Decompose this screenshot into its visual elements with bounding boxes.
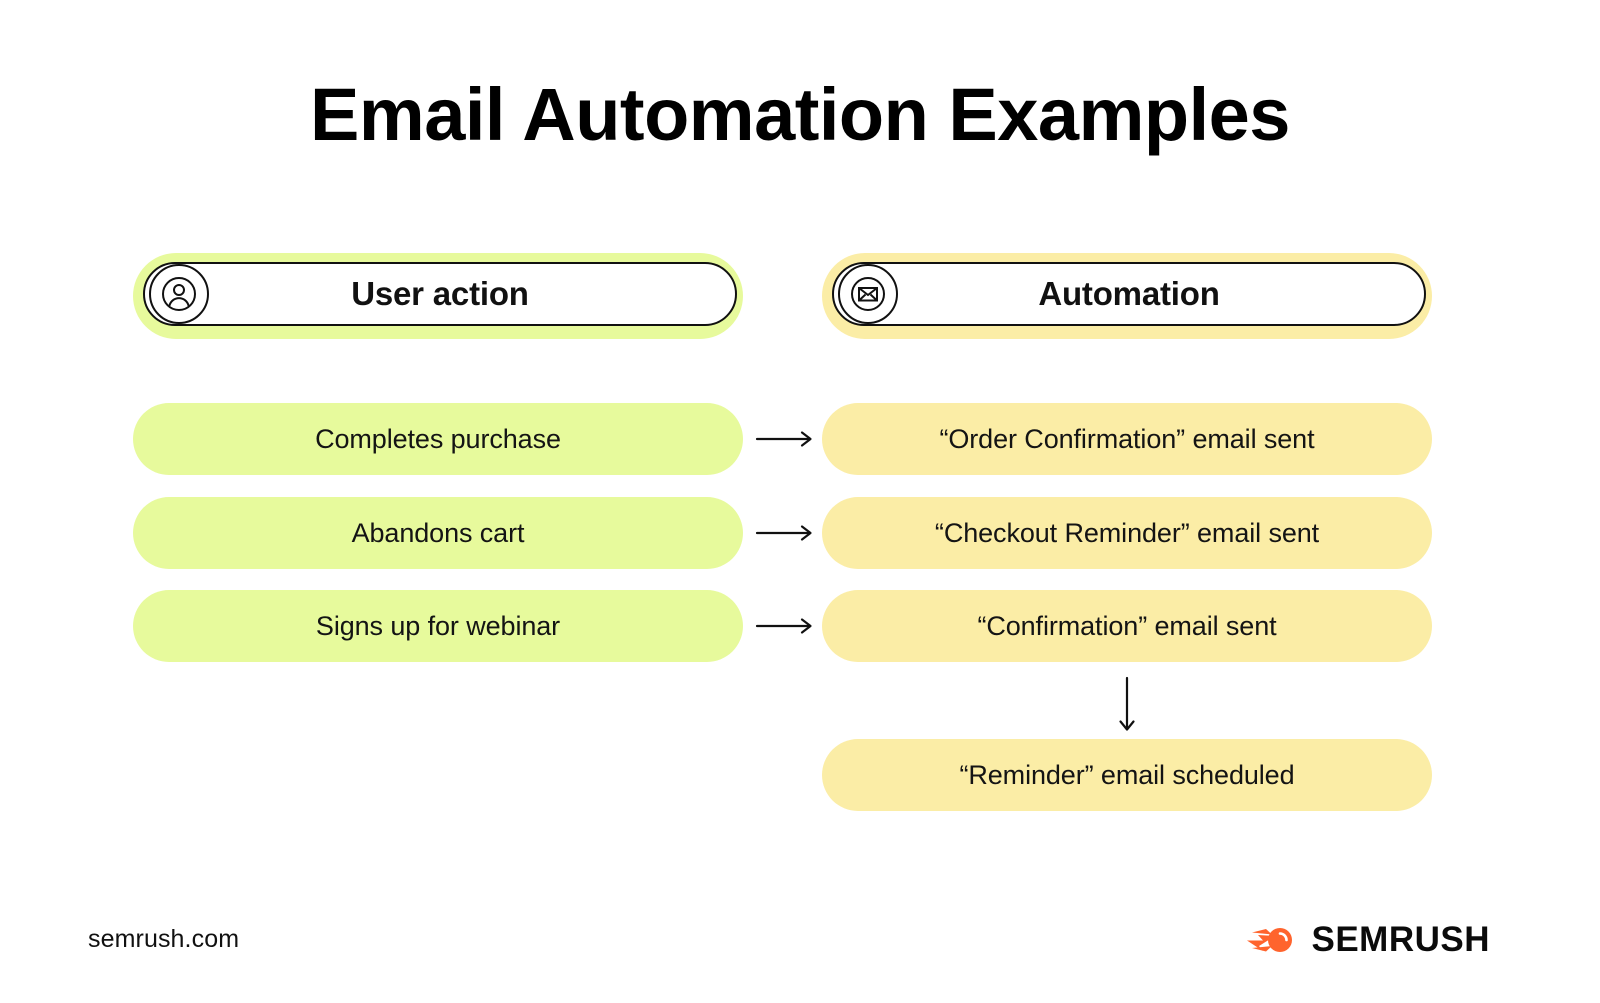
user-icon [149, 264, 209, 324]
footer-url: semrush.com [88, 925, 240, 953]
column-header-pill-left: User action [143, 262, 737, 326]
automation-label-2: “Checkout Reminder” email sent [934, 517, 1320, 548]
column-header-label-automation: Automation [1038, 275, 1220, 312]
column-header-label-user-action: User action [351, 275, 529, 312]
page-title: Email Automation Examples [310, 73, 1290, 156]
action-pill-3: Signs up for webinar [133, 590, 743, 662]
envelope-icon [838, 264, 898, 324]
automation-pill-1: “Order Confirmation” email sent [822, 403, 1432, 475]
arrow-right-icon-1 [755, 427, 815, 451]
action-pill-1: Completes purchase [133, 403, 743, 475]
action-label-3: Signs up for webinar [315, 610, 561, 641]
column-header-user-action: User action [133, 253, 743, 339]
column-header-pill-right: Automation [832, 262, 1426, 326]
action-label-2: Abandons cart [351, 517, 525, 548]
semrush-comet-icon [1246, 923, 1298, 957]
action-label-1: Completes purchase [315, 423, 561, 454]
automation-label-3: “Confirmation” email sent [977, 610, 1277, 641]
column-header-automation: Automation [822, 253, 1432, 339]
automation-pill-3: “Confirmation” email sent [822, 590, 1432, 662]
automation-label-followup: “Reminder” email scheduled [959, 759, 1295, 790]
arrow-right-icon-2 [755, 521, 815, 545]
arrow-right-icon-3 [755, 614, 815, 638]
automation-pill-2: “Checkout Reminder” email sent [822, 497, 1432, 569]
arrow-down-icon [1103, 676, 1151, 734]
automation-label-1: “Order Confirmation” email sent [939, 423, 1315, 454]
semrush-logo: SEMRUSH [1246, 920, 1490, 960]
automation-pill-followup: “Reminder” email scheduled [822, 739, 1432, 811]
action-pill-2: Abandons cart [133, 497, 743, 569]
semrush-wordmark: SEMRUSH [1311, 920, 1490, 959]
